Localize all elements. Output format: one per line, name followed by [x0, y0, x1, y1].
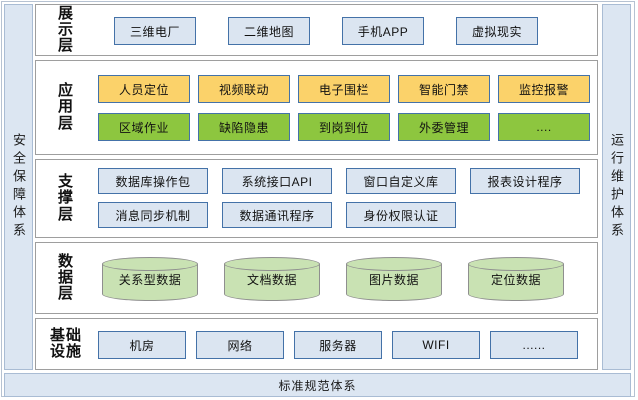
node-box[interactable]: 服务器	[294, 331, 382, 359]
layer-panel-infrastructure: 基础设施 机房 网络 服务器 WIFI......	[35, 318, 598, 370]
node-box[interactable]: 二维地图	[228, 17, 310, 45]
right-pillar-label: 运行维护体系	[609, 133, 624, 241]
node-label: 消息同步机制	[115, 208, 191, 223]
left-pillar-security-system: 安全保障体系	[4, 4, 33, 370]
node-box[interactable]: 智能门禁	[398, 75, 490, 103]
node-box[interactable]: 人员定位	[98, 75, 190, 103]
right-pillar-operations-system: 运行维护体系	[602, 4, 631, 370]
node-box[interactable]: 窗口自定义库	[346, 168, 456, 194]
node-label: 外委管理	[418, 120, 469, 135]
layer-panel-presentation: 展示层 三维电厂 二维地图 手机APP 虚拟现实	[35, 4, 598, 56]
layer-panel-support: 支撑层 数据库操作包 系统接口API 窗口自定义库 报表设计程序消息同步机制 数据通讯程序…	[35, 159, 598, 238]
left-pillar-label: 安全保障体系	[11, 133, 26, 241]
node-label: 网络	[227, 338, 253, 353]
node-label: 机房	[129, 338, 155, 353]
node-label: 数据库操作包	[115, 174, 191, 189]
node-box[interactable]: 外委管理	[398, 113, 490, 141]
node-label: 身份权限认证	[363, 208, 439, 223]
layer-body-support: 数据库操作包 系统接口API 窗口自定义库 报表设计程序消息同步机制 数据通讯程序 身份权…	[92, 160, 591, 237]
node-label: ......	[522, 338, 546, 352]
layer-panel-application: 应用层 人员定位 视频联动 电子围栏 智能门禁 监控报警区域作业 缺陷隐患 到岗到位 外委管理.…	[35, 60, 598, 155]
node-label: 虚拟现实	[471, 24, 522, 39]
layer-panel-data: 数据层 关系型数据 文档数据 图片数据 定位数据	[35, 242, 598, 314]
node-label: 监控报警	[518, 82, 569, 97]
layer-label-text: 应用层	[57, 82, 74, 132]
node-label: 区域作业	[118, 120, 169, 135]
node-box[interactable]: 数据库操作包	[98, 168, 208, 194]
cylinder-top-ellipse	[468, 257, 564, 271]
node-box[interactable]: ....	[498, 113, 590, 141]
layer-body-infrastructure: 机房 网络 服务器 WIFI......	[92, 319, 591, 369]
node-box[interactable]: 数据通讯程序	[222, 202, 332, 228]
node-label: 窗口自定义库	[363, 174, 439, 189]
layer-label-text: 展示层	[57, 4, 74, 55]
layer-label-text: 基础设施	[49, 326, 82, 360]
node-box[interactable]: 机房	[98, 331, 186, 359]
database-cylinder[interactable]: 定位数据	[468, 257, 564, 301]
node-label: 三维电厂	[129, 24, 180, 39]
node-box[interactable]: 消息同步机制	[98, 202, 208, 228]
layer-body-application: 人员定位 视频联动 电子围栏 智能门禁 监控报警区域作业 缺陷隐患 到岗到位 外委管理....	[92, 61, 591, 154]
layer-body-data: 关系型数据 文档数据 图片数据 定位数据	[92, 243, 591, 313]
cylinder-label: 关系型数据	[118, 272, 182, 287]
node-label: 人员定位	[118, 82, 169, 97]
node-label: 服务器	[319, 338, 357, 353]
node-box[interactable]: 系统接口API	[222, 168, 332, 194]
node-box[interactable]: 网络	[196, 331, 284, 359]
bottom-bar-label: 标准规范体系	[278, 378, 357, 393]
node-box[interactable]: ......	[490, 331, 578, 359]
node-box[interactable]: 视频联动	[198, 75, 290, 103]
node-label: 电子围栏	[318, 82, 369, 97]
node-box[interactable]: 三维电厂	[114, 17, 196, 45]
node-label: 缺陷隐患	[218, 120, 269, 135]
node-label: 到岗到位	[318, 120, 369, 135]
layer-body-presentation: 三维电厂 二维地图 手机APP 虚拟现实	[92, 5, 591, 55]
node-label: 二维地图	[243, 24, 294, 39]
cylinder-label: 图片数据	[368, 272, 419, 287]
database-cylinder[interactable]: 文档数据	[224, 257, 320, 301]
node-label: 智能门禁	[418, 82, 469, 97]
node-label: WIFI	[422, 338, 450, 352]
node-box[interactable]: 监控报警	[498, 75, 590, 103]
node-box[interactable]: 虚拟现实	[456, 17, 538, 45]
node-box[interactable]: 缺陷隐患	[198, 113, 290, 141]
node-box[interactable]: 手机APP	[342, 17, 424, 45]
cylinder-label: 文档数据	[246, 272, 297, 287]
layer-label-infrastructure: 基础设施	[44, 319, 88, 369]
node-box[interactable]: 到岗到位	[298, 113, 390, 141]
database-cylinder[interactable]: 关系型数据	[102, 257, 198, 301]
layer-label-data: 数据层	[44, 243, 88, 313]
cylinder-label: 定位数据	[490, 272, 541, 287]
node-box[interactable]: 报表设计程序	[470, 168, 580, 194]
node-label: 报表设计程序	[487, 174, 563, 189]
node-label: 数据通讯程序	[239, 208, 315, 223]
node-box[interactable]: WIFI	[392, 331, 480, 359]
cylinder-top-ellipse	[102, 257, 198, 271]
node-label: 手机APP	[357, 24, 409, 39]
bottom-bar-standards-system: 标准规范体系	[4, 373, 631, 397]
cylinder-top-ellipse	[224, 257, 320, 271]
cylinder-top-ellipse	[346, 257, 442, 271]
layer-label-support: 支撑层	[44, 160, 88, 237]
node-label: 视频联动	[218, 82, 269, 97]
layer-label-presentation: 展示层	[44, 5, 88, 55]
node-box[interactable]: 区域作业	[98, 113, 190, 141]
layer-label-text: 支撑层	[57, 173, 74, 223]
node-label: ....	[536, 120, 552, 134]
node-box[interactable]: 电子围栏	[298, 75, 390, 103]
database-cylinder[interactable]: 图片数据	[346, 257, 442, 301]
layer-label-text: 数据层	[57, 252, 74, 303]
node-label: 系统接口API	[241, 174, 313, 189]
layer-label-application: 应用层	[44, 61, 88, 154]
node-box[interactable]: 身份权限认证	[346, 202, 456, 228]
